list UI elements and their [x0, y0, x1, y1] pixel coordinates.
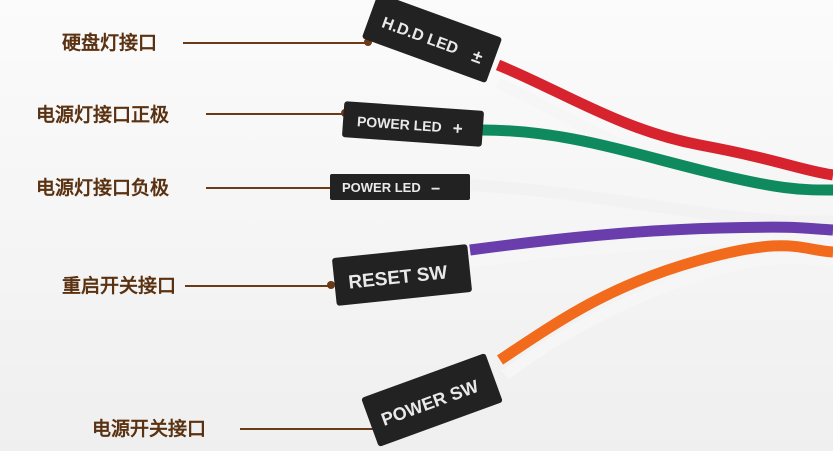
leader-power-sw — [240, 428, 380, 430]
connector-power-led-positive-sign: + — [452, 119, 463, 139]
connector-power-sw: POWER SW — [361, 353, 503, 447]
connector-hdd-led: H.D.D LED ± — [362, 0, 502, 83]
leader-dot-hdd-led — [364, 38, 372, 46]
wire-power-led-pos-green — [481, 124, 833, 196]
label-hdd-led: 硬盘灯接口 — [62, 32, 158, 54]
wire-reset-purple — [469, 221, 833, 256]
label-power-led-negative: 电源灯接口负极 — [36, 177, 170, 199]
leader-power-led-positive — [206, 113, 343, 115]
leader-hdd-led — [183, 42, 366, 44]
label-reset-sw: 重启开关接口 — [62, 275, 177, 297]
wire-hdd-red — [495, 59, 833, 181]
leader-power-led-negative — [206, 187, 343, 189]
wire-power-sw-orange — [496, 240, 833, 365]
connector-reset-sw: RESET SW — [332, 244, 472, 306]
wire-reset-white — [469, 232, 833, 268]
wire-power-led-neg-white — [469, 179, 833, 228]
connector-power-led-negative-sign: − — [431, 181, 440, 198]
label-power-sw: 电源开关接口 — [92, 418, 207, 440]
leader-dot-reset-sw — [327, 281, 335, 289]
label-power-led-positive: 电源灯接口正极 — [36, 104, 170, 126]
connector-power-led-negative-text: POWER LED — [342, 180, 421, 195]
connector-power-led-positive: POWER LED + — [342, 101, 484, 147]
wire-power-sw-white — [501, 252, 833, 380]
connector-power-led-positive-text: POWER LED — [357, 113, 443, 135]
leader-reset-sw — [185, 285, 330, 287]
connector-power-led-negative: POWER LED − — [330, 174, 470, 200]
